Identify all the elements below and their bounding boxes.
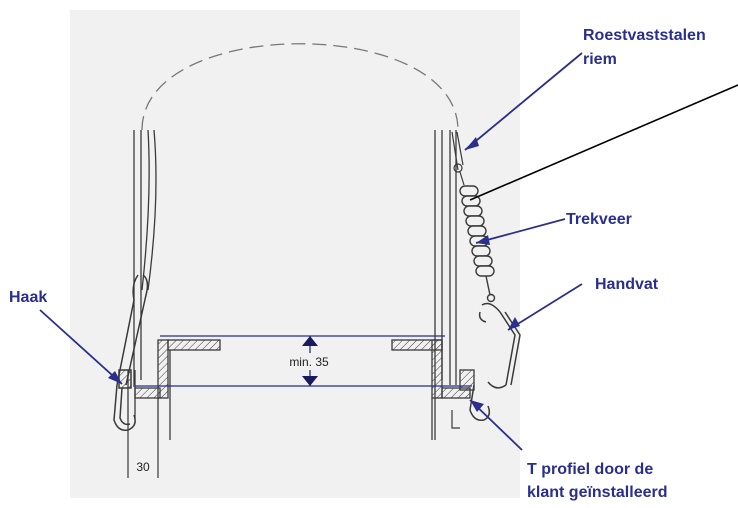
dimension-min-height-label: min. 35: [289, 355, 329, 369]
leader-line-black: [469, 84, 738, 201]
callout-line-riem: [464, 52, 583, 151]
tension-spring: [459, 185, 496, 303]
strap-right: [451, 131, 465, 186]
label-trekveer: Trekveer: [566, 211, 632, 228]
callout-line-handvat: [507, 283, 583, 331]
label-riem: Roestvaststalen riem: [583, 27, 710, 68]
dimension-label-bg: [272, 353, 346, 370]
label-tprofiel: T profiel door de klant geïnstalleerd: [527, 461, 668, 501]
dimension-offset-label: 30: [136, 460, 150, 474]
t-profile-right: [391, 339, 475, 440]
label-haak: Haak: [9, 289, 47, 306]
dimension-min-height: [133, 335, 472, 387]
label-handvat: Handvat: [595, 276, 659, 293]
t-profile-left: [134, 339, 221, 440]
handle-right: [469, 302, 521, 422]
callout-line-trekveer: [475, 218, 566, 244]
left-wall: [127, 129, 157, 420]
callout-arrowheads: [108, 137, 520, 412]
bracket-mark: [451, 410, 460, 429]
callout-line-haak: [39, 309, 123, 385]
swing-arc: [141, 43, 459, 131]
dimension-offset: [127, 420, 159, 478]
